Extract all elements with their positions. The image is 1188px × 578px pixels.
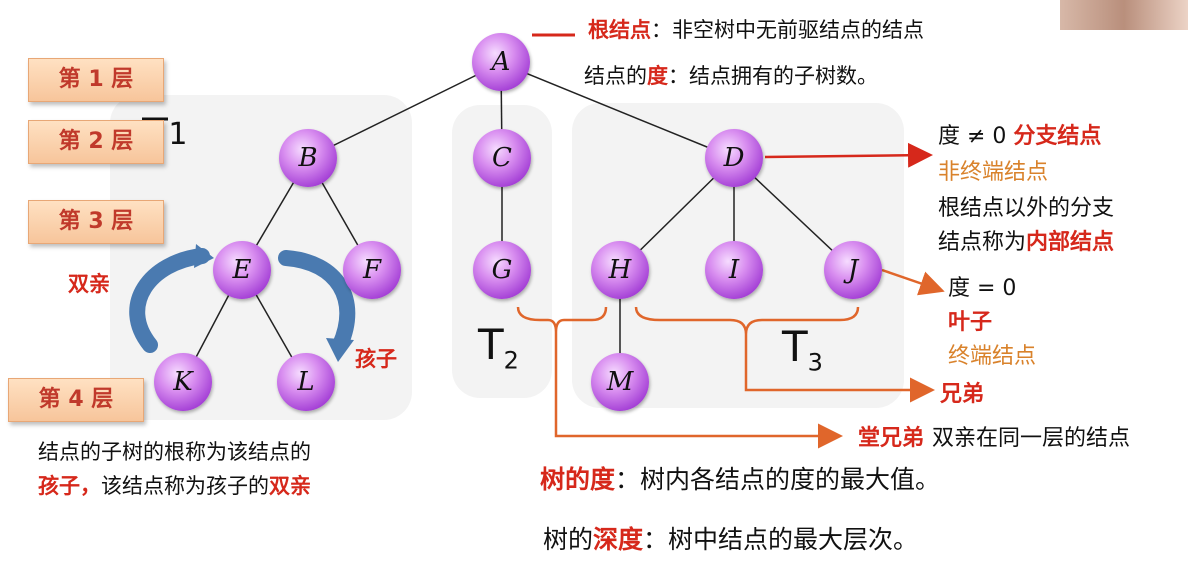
branch-desc-line2: 结点称为内部结点 bbox=[938, 224, 1114, 256]
cousins-desc: 双亲在同一层的结点 bbox=[932, 426, 1131, 451]
child-def-mid: 该结点称为孩子的 bbox=[101, 474, 269, 498]
tree-node-g: G bbox=[473, 241, 531, 299]
tree-node-f: F bbox=[343, 241, 401, 299]
cousins-term: 堂兄弟 bbox=[858, 426, 925, 451]
tree-node-e: E bbox=[213, 241, 271, 299]
root-term: 根结点 bbox=[588, 18, 651, 42]
leaf-term: 叶子 bbox=[948, 310, 993, 335]
branch-term: 分支结点 bbox=[1013, 124, 1102, 149]
tree-node-a: A bbox=[472, 33, 530, 91]
subtree-t2-main: T bbox=[478, 320, 504, 369]
root-definition: 根结点：非空树中无前驱结点的结点 bbox=[588, 14, 924, 44]
tree-node-l: L bbox=[277, 353, 335, 411]
child-def-term-child: 孩子， bbox=[38, 474, 101, 498]
tree-node-m: M bbox=[591, 353, 649, 411]
subtree-label-t3: T3 bbox=[782, 322, 823, 376]
subtree-label-t2: T2 bbox=[478, 320, 519, 374]
child-def-term-parent: 双亲 bbox=[269, 474, 311, 498]
non-terminal-term: 非终端结点 bbox=[938, 160, 1049, 185]
tree-depth-prefix: 树的 bbox=[543, 525, 594, 554]
degree-term: 度 bbox=[647, 64, 668, 88]
cousins-definition: 堂兄弟双亲在同一层的结点 bbox=[858, 420, 1188, 452]
internal-prefix: 结点称为 bbox=[938, 230, 1027, 255]
subtree-t3-sub: 3 bbox=[807, 348, 823, 377]
tree-degree-desc: ：树内各结点的度的最大值。 bbox=[615, 465, 941, 494]
child-label: 孩子 bbox=[355, 347, 397, 371]
presenter-video-thumbnail bbox=[1060, 0, 1188, 30]
parent-label: 双亲 bbox=[68, 272, 110, 296]
tree-depth-definition: 树的深度：树中结点的最大层次。 bbox=[543, 520, 918, 556]
degree-desc: 结点拥有的子树数。 bbox=[689, 64, 878, 88]
leaf-degree-cond: 度 = 0 bbox=[948, 276, 1017, 301]
child-def-line2: 孩子，该结点称为孩子的双亲 bbox=[38, 470, 311, 500]
tree-node-i: I bbox=[705, 241, 763, 299]
degree-colon: ： bbox=[668, 64, 689, 88]
level-tag-2: 第 2 层 bbox=[28, 120, 164, 164]
tree-degree-term: 树的度 bbox=[540, 465, 616, 494]
tree-node-d: D bbox=[705, 129, 763, 187]
degree-definition: 结点的度：结点拥有的子树数。 bbox=[584, 60, 878, 90]
root-colon: ： bbox=[651, 18, 672, 42]
branch-line1: 度 ≠ 0 分支结点 bbox=[938, 118, 1101, 150]
tree-node-h: H bbox=[591, 241, 649, 299]
child-def-line1: 结点的子树的根称为该结点的 bbox=[38, 440, 311, 464]
subtree-t2-sub: 2 bbox=[503, 346, 519, 375]
internal-term: 内部结点 bbox=[1026, 230, 1115, 255]
subtree-t3-main: T bbox=[782, 322, 808, 371]
tree-degree-definition: 树的度：树内各结点的度的最大值。 bbox=[540, 460, 940, 496]
terminal-term: 终端结点 bbox=[948, 344, 1037, 369]
branch-desc-line1: 根结点以外的分支 bbox=[938, 196, 1115, 221]
level-tag-1: 第 1 层 bbox=[28, 58, 164, 102]
level-tag-4: 第 4 层 bbox=[8, 378, 144, 422]
tree-depth-term: 深度 bbox=[593, 525, 644, 554]
siblings-term: 兄弟 bbox=[940, 382, 985, 407]
tree-node-c: C bbox=[473, 129, 531, 187]
tree-node-k: K bbox=[154, 353, 212, 411]
subtree-t1-sub: 1 bbox=[168, 117, 188, 152]
root-desc: 非空树中无前驱结点的结点 bbox=[672, 18, 924, 42]
degree-prefix: 结点的 bbox=[584, 64, 647, 88]
tree-node-j: J bbox=[824, 241, 882, 299]
branch-degree-cond: 度 ≠ 0 bbox=[938, 124, 1014, 149]
tree-depth-desc: ：树中结点的最大层次。 bbox=[643, 525, 919, 554]
tree-node-b: B bbox=[279, 129, 337, 187]
subtree-label-t1: T1 bbox=[140, 105, 187, 152]
level-tag-3: 第 3 层 bbox=[28, 200, 164, 244]
